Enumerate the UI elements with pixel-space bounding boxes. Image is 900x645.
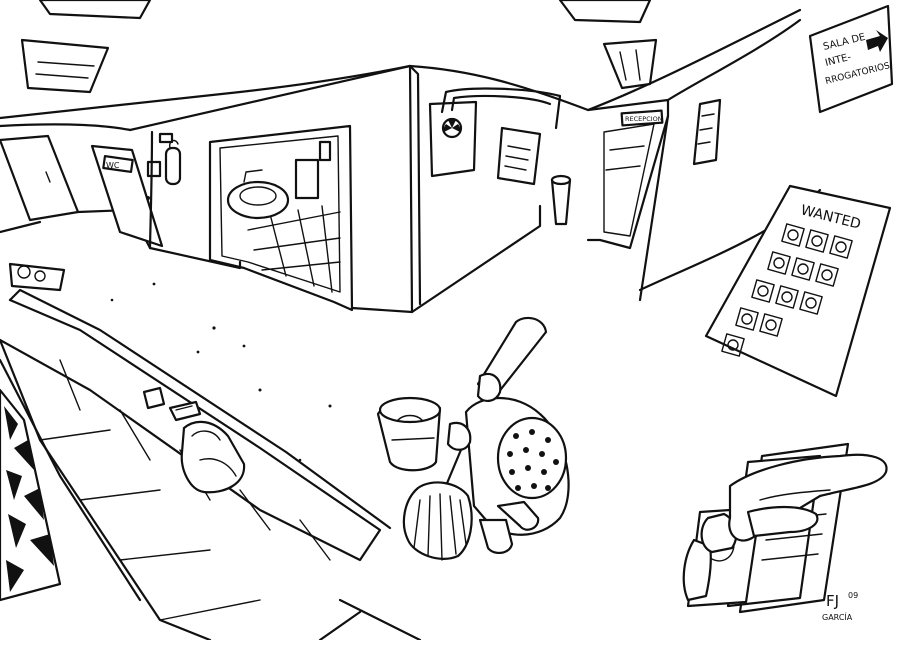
ceiling-light-right [602,38,658,90]
ceiling-light-top [38,0,152,20]
radiation-sign-icon [428,100,478,178]
interrogation-room-sign: SALA DE INTE- RROGATORIOS [808,4,894,114]
signature-year: 09 [848,591,858,600]
hand-right [728,453,888,542]
artist-signature: FJ 09 GARCÍA [822,591,858,622]
reception-doorway: RECEPCION [586,98,670,250]
ceiling-light-top-right [558,0,652,24]
bag-on-counter [180,420,246,494]
photos-on-counter [168,400,202,422]
arrow-right-icon [866,30,888,52]
reception-sign-label: RECEPCION [625,115,663,123]
intercom-speaker-icon [8,262,66,292]
left-corridor-door [0,134,80,234]
window-grill [0,388,62,602]
reception-counter [0,288,422,642]
wc-sign-label: WC [106,161,120,170]
wall-switch-icon [146,160,162,178]
bathroom-doorway [208,124,354,312]
card-on-counter [142,386,166,410]
hand-left [682,512,738,602]
trash-bin-icon [550,174,572,226]
mop-bucket [376,396,442,472]
wanted-poster: WANTED [704,184,892,398]
fire-extinguisher-icon [158,132,182,186]
mop-head [402,481,473,561]
notice-board [496,126,542,186]
janitor-figure [438,316,570,554]
signature-initials: FJ [826,592,839,610]
signature-surname: GARCÍA [822,611,853,622]
floor-dust [110,282,332,462]
wall-panel-icon [692,98,722,166]
ceiling-light-left [20,38,110,94]
wc-door: WC [90,144,164,248]
